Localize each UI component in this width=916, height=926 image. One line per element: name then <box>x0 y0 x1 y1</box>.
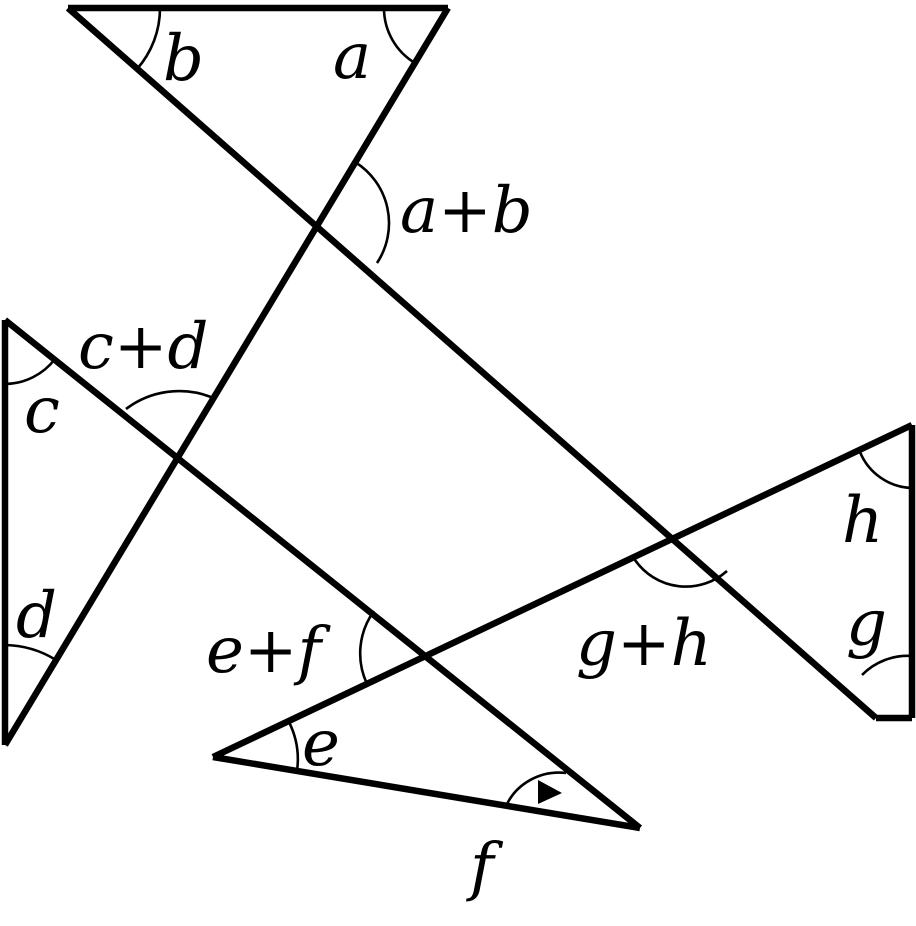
angle-arc-a-plus-b <box>354 160 391 264</box>
angle-arc-h <box>858 451 913 490</box>
line-1 <box>65 5 879 721</box>
line-3 <box>2 317 643 831</box>
label-c: c <box>24 374 60 448</box>
angle-arcs <box>4 7 913 807</box>
arrowhead-icon <box>538 780 562 804</box>
label-a: a <box>333 20 371 94</box>
label-b: b <box>163 22 204 96</box>
angle-arc-g <box>861 654 913 676</box>
label-a-plus-b: a+b <box>400 174 533 248</box>
angle-arc-e <box>287 721 300 772</box>
triangle-ef-bottom-edge <box>212 753 641 832</box>
label-g-plus-h: g+h <box>576 607 712 681</box>
label-c-plus-d: c+d <box>78 310 208 384</box>
triangle-gh <box>876 425 916 722</box>
angle-arc-e-plus-f <box>358 610 376 685</box>
triangle-ef <box>211 422 914 832</box>
label-g: g <box>846 587 887 661</box>
line-4 <box>211 422 914 760</box>
label-e: e <box>302 707 340 781</box>
angle-arc-c-plus-d <box>125 389 212 411</box>
angle-arc-d <box>4 643 57 662</box>
angle-arc-f <box>504 771 567 807</box>
label-f: f <box>466 830 504 904</box>
label-d: d <box>16 579 57 653</box>
angle-arc-c <box>4 358 57 386</box>
triangle-ab <box>2 4 879 747</box>
angle-arc-b <box>136 7 162 70</box>
line-2 <box>2 6 451 747</box>
angle-arc-g-plus-h <box>633 559 728 588</box>
angle-labels: b a a+b c+d c d e+f e f g+h h g <box>16 20 887 904</box>
angle-f-arrow <box>538 780 562 804</box>
label-h: h <box>842 484 883 558</box>
triangle-cd <box>1 317 643 831</box>
label-e-plus-f: e+f <box>206 614 332 688</box>
angle-arc-a <box>382 7 416 65</box>
